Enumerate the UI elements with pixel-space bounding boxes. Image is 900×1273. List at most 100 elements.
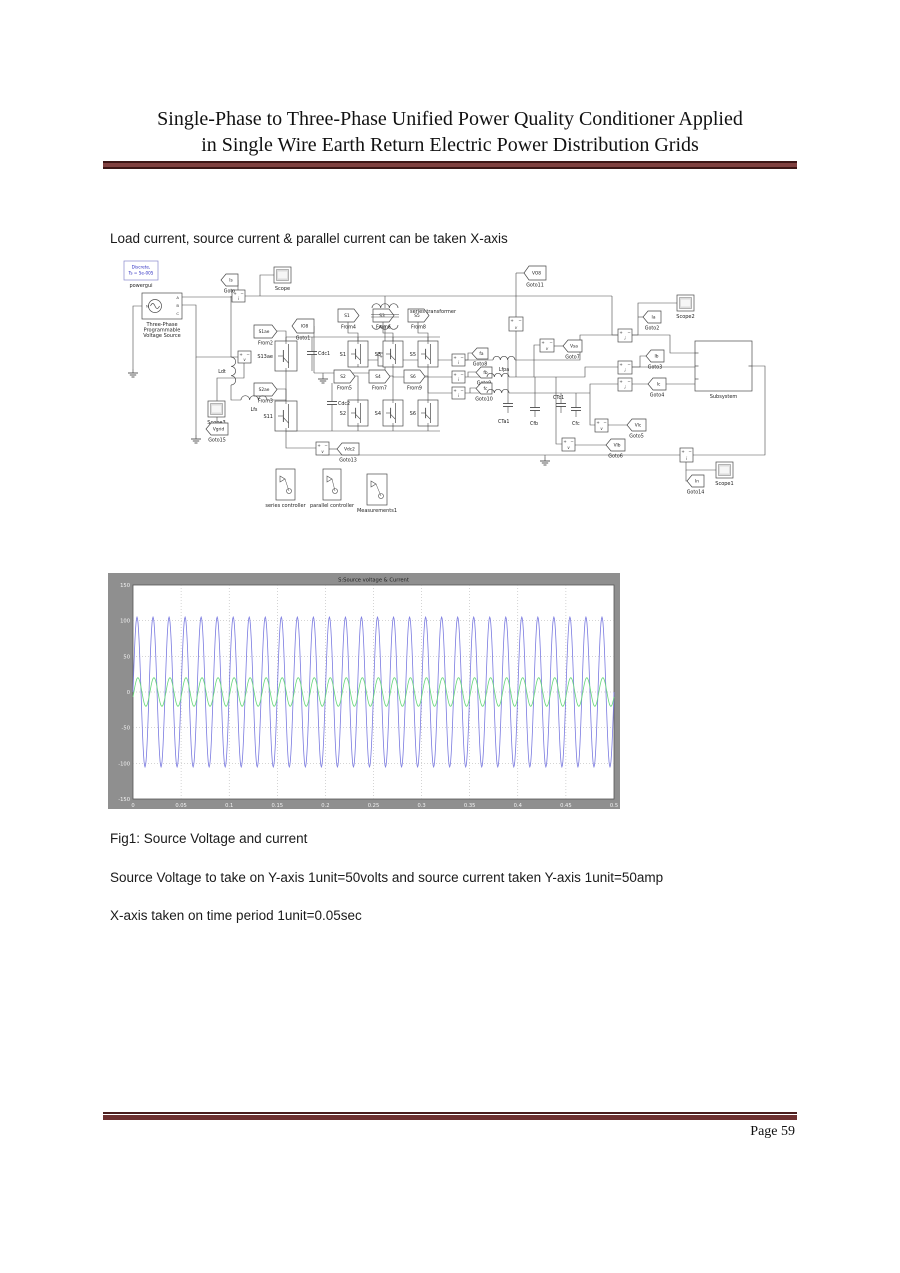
svg-text:Cfb: Cfb: [530, 421, 538, 427]
cap-cta1: CTa1: [498, 397, 513, 425]
svg-text:−: −: [246, 352, 249, 357]
svg-text:0: 0: [127, 690, 130, 696]
wire: [685, 462, 716, 471]
svg-text:0: 0: [131, 803, 134, 809]
meas-vo8: +−v: [508, 316, 524, 332]
svg-text:S5: S5: [410, 352, 416, 358]
svg-text:Discrete,: Discrete,: [132, 265, 151, 270]
svg-text:S11: S11: [263, 414, 273, 420]
svg-text:−: −: [518, 318, 521, 323]
svg-text:v: v: [515, 325, 518, 330]
wire: [469, 387, 476, 393]
subsystem: Subsystem: [694, 340, 753, 400]
wire: [277, 330, 287, 341]
igbt-s3: S3: [375, 340, 404, 368]
scope: Scope: [273, 266, 292, 292]
cap-cdc2: Cdc2: [327, 395, 350, 411]
cap-cfb: Cfb: [530, 401, 540, 427]
svg-text:-150: -150: [118, 797, 130, 803]
svg-text:Scope: Scope: [275, 286, 290, 292]
svg-text:series controller: series controller: [265, 503, 306, 509]
svg-text:i: i: [686, 456, 688, 461]
wire: [347, 322, 359, 341]
meas-ic: +−i: [617, 377, 633, 392]
svg-text:From4: From4: [341, 325, 356, 331]
wire: [589, 383, 618, 393]
gnd-b-ground-icon: [191, 435, 201, 444]
wire: [425, 375, 429, 400]
svg-text:S1ae: S1ae: [259, 329, 270, 335]
svg-text:Goto8: Goto8: [473, 362, 488, 368]
igbt-s13ae: S13ae: [257, 340, 298, 372]
svg-text:S5: S5: [414, 313, 420, 319]
svg-text:v: v: [567, 445, 570, 450]
svg-text:Programmable: Programmable: [144, 328, 181, 334]
svg-text:Cdc1: Cdc1: [318, 351, 330, 357]
svg-text:−: −: [324, 443, 327, 448]
header-rule: [103, 161, 797, 169]
scope-plot-svg: S:Source voltage & Current150100500-50-1…: [108, 573, 620, 809]
svg-text:150: 150: [120, 583, 130, 589]
svg-text:S2: S2: [340, 411, 346, 417]
svg-text:−: −: [688, 449, 691, 454]
svg-text:S2ae: S2ae: [259, 387, 270, 393]
wire: [555, 377, 562, 445]
svg-text:B: B: [176, 303, 179, 308]
svg-text:−: −: [627, 362, 630, 367]
svg-text:From3: From3: [258, 399, 273, 405]
igbt-s5: S5: [410, 340, 439, 368]
svg-text:0.2: 0.2: [321, 803, 329, 809]
svg-text:series transformer: series transformer: [410, 309, 457, 315]
series-transformer: [371, 303, 399, 331]
svg-text:+: +: [510, 318, 513, 323]
svg-text:i: i: [624, 368, 626, 373]
wire: [230, 385, 241, 401]
meas-fb: +−i: [451, 370, 466, 384]
coil-lfs: Lfs: [240, 395, 268, 413]
svg-text:Goto: Goto: [224, 289, 236, 295]
igbt-s1: S1: [340, 340, 369, 368]
svg-text:S4: S4: [375, 411, 381, 417]
svg-text:i: i: [458, 360, 460, 365]
svg-text:Goto4: Goto4: [650, 393, 665, 399]
svg-text:0.15: 0.15: [272, 803, 284, 809]
svg-text:+: +: [239, 352, 242, 357]
svg-text:−: −: [627, 379, 630, 384]
svg-text:v: v: [321, 449, 324, 454]
voltage-meas-grid: +−v: [237, 350, 252, 364]
svg-text:N: N: [146, 304, 149, 309]
svg-text:Ib: Ib: [655, 354, 659, 360]
wire: [693, 365, 766, 456]
parallel-controller: parallel controller: [310, 468, 355, 509]
svg-text:Scope1: Scope1: [715, 481, 733, 487]
svg-text:CTa1: CTa1: [498, 419, 509, 425]
igbt-s2: S2: [340, 399, 369, 427]
svg-text:0.45: 0.45: [560, 803, 572, 809]
svg-text:0.05: 0.05: [175, 803, 187, 809]
wire: [417, 322, 429, 341]
svg-text:S1: S1: [340, 352, 346, 358]
svg-text:Goto1: Goto1: [296, 336, 311, 342]
svg-text:fa: fa: [479, 351, 484, 357]
svg-text:From5: From5: [337, 386, 352, 392]
meas-ib: +−i: [617, 360, 633, 375]
svg-text:50: 50: [123, 654, 130, 660]
svg-text:v: v: [600, 426, 603, 431]
meas-fc: +−i: [451, 386, 466, 400]
svg-text:S6: S6: [410, 411, 416, 417]
svg-text:−: −: [460, 372, 463, 377]
svg-text:i: i: [624, 336, 626, 341]
svg-text:Voltage Source: Voltage Source: [143, 333, 181, 339]
coil-ldt: Ldt: [218, 356, 236, 386]
